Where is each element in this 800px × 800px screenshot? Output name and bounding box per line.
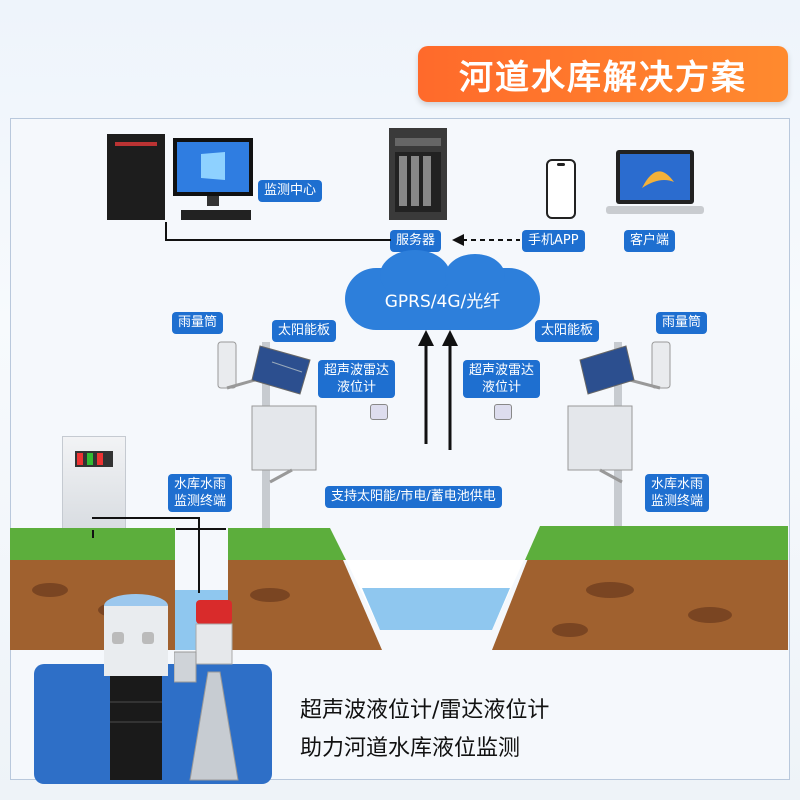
connector-line [176, 528, 226, 530]
dashed-arrow-icon [452, 232, 522, 248]
ultrasonic-level-meter-icon [98, 592, 174, 782]
radar-level-meter-icon [173, 594, 254, 784]
left-monitoring-station-icon [212, 322, 332, 532]
right-monitoring-station-icon [560, 322, 680, 532]
server-label: 服务器 [390, 230, 442, 252]
power-supply-label: 支持太阳能/市电/蓄电池供电 [325, 486, 502, 508]
terminal-right-line1: 水库水雨 [651, 477, 704, 492]
connector-line [165, 239, 391, 241]
ultrasonic-left-label: 超声波雷达 液位计 [318, 360, 396, 398]
caption-line-2: 助力河道水库液位监测 [300, 736, 521, 761]
mobile-app-label: 手机APP [522, 230, 585, 252]
laptop-icon [602, 148, 708, 220]
connector-line [198, 517, 200, 593]
uplink-arrows-icon [414, 328, 464, 450]
ultrasonic-right-line2: 液位计 [482, 380, 522, 395]
rain-gauge-left-label: 雨量筒 [172, 312, 224, 334]
client-label: 客户端 [624, 230, 676, 252]
network-cloud: GPRS/4G/光纤 [345, 250, 540, 330]
server-icon [383, 124, 455, 224]
solar-right-label: 太阳能板 [535, 320, 600, 342]
network-label: GPRS/4G/光纤 [384, 291, 501, 312]
terminal-right-label: 水库水雨 监测终端 [645, 474, 710, 512]
terminal-left-line1: 水库水雨 [174, 477, 227, 492]
desktop-computer-icon [105, 132, 255, 224]
solar-left-label: 太阳能板 [272, 320, 337, 342]
ultrasonic-left-line1: 超声波雷达 [324, 363, 390, 378]
terminal-left-line2: 监测终端 [174, 494, 227, 509]
ultrasonic-left-line2: 液位计 [337, 380, 377, 395]
rain-gauge-right-label: 雨量筒 [656, 312, 708, 334]
sensor-icon [494, 404, 512, 420]
sensor-icon [370, 404, 388, 420]
mobile-phone-icon [545, 158, 577, 220]
control-cabinet-icon [62, 436, 126, 532]
ultrasonic-right-line1: 超声波雷达 [469, 363, 535, 378]
ultrasonic-right-label: 超声波雷达 液位计 [463, 360, 541, 398]
terminal-right-line2: 监测终端 [651, 494, 704, 509]
connector-line [92, 530, 94, 538]
connector-line [92, 517, 200, 519]
caption-line-1: 超声波液位计/雷达液位计 [300, 698, 550, 723]
monitor-center-label: 监测中心 [258, 180, 323, 202]
page-title: 河道水库解决方案 [418, 46, 788, 102]
terminal-left-label: 水库水雨 监测终端 [168, 474, 233, 512]
connector-line [165, 222, 167, 240]
